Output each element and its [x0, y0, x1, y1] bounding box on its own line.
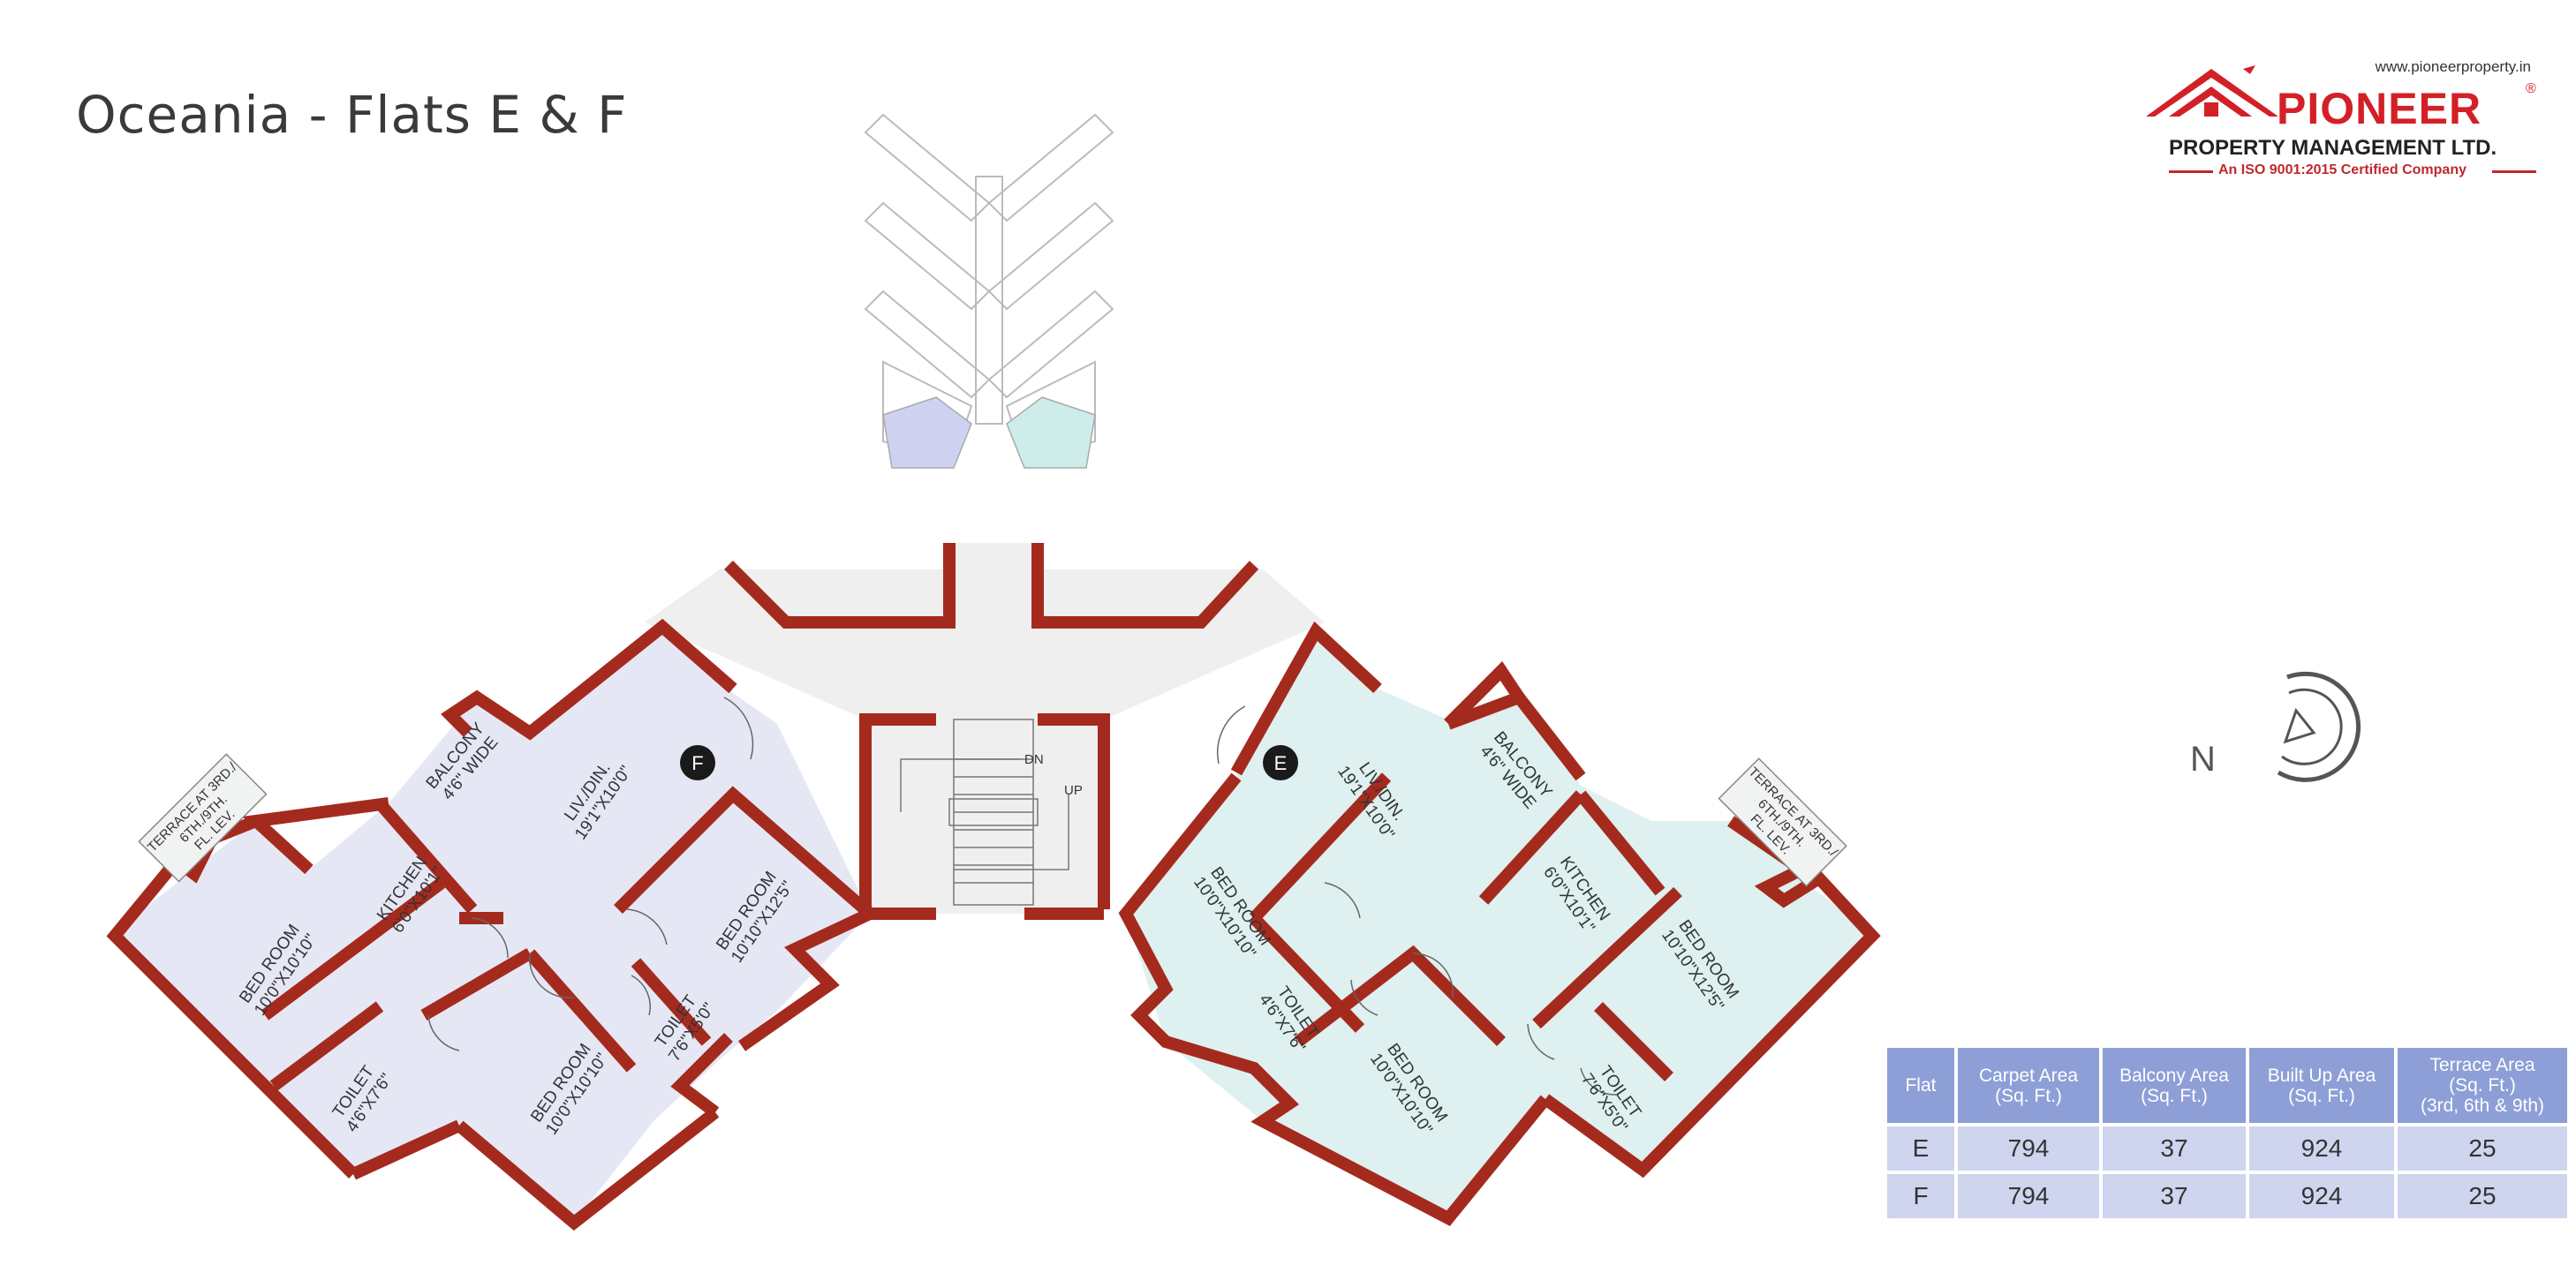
table-row: E 794 37 924 25: [1887, 1126, 2567, 1171]
key-plan-flat-e: [1006, 396, 1096, 469]
staircase: [900, 719, 1069, 906]
key-plan: [864, 113, 1114, 461]
logo-url: www.pioneerproperty.in: [2375, 58, 2531, 75]
area-table: Flat Carpet Area(Sq. Ft.) Balcony Area(S…: [1884, 1044, 2571, 1222]
header-flat: Flat: [1887, 1048, 1954, 1123]
header-built-up-area: Built Up Area(Sq. Ft.): [2249, 1048, 2394, 1123]
cell-terrace-area: 25: [2398, 1174, 2567, 1218]
compass-arc-icon: [2277, 671, 2361, 782]
cell-terrace-area: 25: [2398, 1126, 2567, 1171]
company-logo: www.pioneerproperty.in PIONEER ® PROPERT…: [2137, 58, 2543, 191]
cell-flat: F: [1887, 1174, 1954, 1218]
corridor: [645, 543, 1325, 914]
walls: [106, 543, 1881, 1232]
cell-balcony-area: 37: [2103, 1126, 2246, 1171]
svg-text:N: N: [2190, 740, 2216, 779]
table-row: F 794 37 924 25: [1887, 1174, 2567, 1218]
page-title: Oceania - Flats E & F: [76, 85, 628, 145]
logo-certification: An ISO 9001:2015 Certified Company: [2218, 162, 2466, 177]
north-compass: N: [2190, 658, 2367, 795]
house-roof-icon: [2146, 65, 2278, 117]
header-balcony-area: Balcony Area(Sq. Ft.): [2103, 1048, 2246, 1123]
door-swings: [427, 697, 1617, 1096]
north-arrow-icon: [2283, 707, 2316, 744]
logo-name: PIONEER: [2277, 84, 2482, 133]
flat-e-area: [1126, 631, 1872, 1218]
stairs-down-label: DN: [1024, 752, 1044, 767]
cell-built-up-area: 924: [2249, 1174, 2394, 1218]
cell-built-up-area: 924: [2249, 1126, 2394, 1171]
flat-f-area: [115, 627, 870, 1223]
cell-carpet-area: 794: [1958, 1174, 2099, 1218]
logo-rule-right: [2492, 170, 2536, 173]
registered-mark: ®: [2526, 81, 2536, 96]
stairs-up-label: UP: [1064, 783, 1083, 798]
logo-rule-left: [2169, 170, 2213, 173]
cell-flat: E: [1887, 1126, 1954, 1171]
header-terrace-area: Terrace Area(Sq. Ft.)(3rd, 6th & 9th): [2398, 1048, 2567, 1123]
cell-carpet-area: 794: [1958, 1126, 2099, 1171]
header-carpet-area: Carpet Area(Sq. Ft.): [1958, 1048, 2099, 1123]
cell-balcony-area: 37: [2103, 1174, 2246, 1218]
logo-subtitle: PROPERTY MANAGEMENT LTD.: [2169, 136, 2497, 160]
key-plan-flat-f: [882, 396, 972, 469]
flat-f-marker: F: [680, 745, 715, 780]
area-table-header: Flat Carpet Area(Sq. Ft.) Balcony Area(S…: [1887, 1048, 2567, 1123]
svg-text:E: E: [1274, 752, 1288, 774]
svg-text:F: F: [691, 752, 703, 774]
flat-e-marker: E: [1263, 745, 1298, 780]
